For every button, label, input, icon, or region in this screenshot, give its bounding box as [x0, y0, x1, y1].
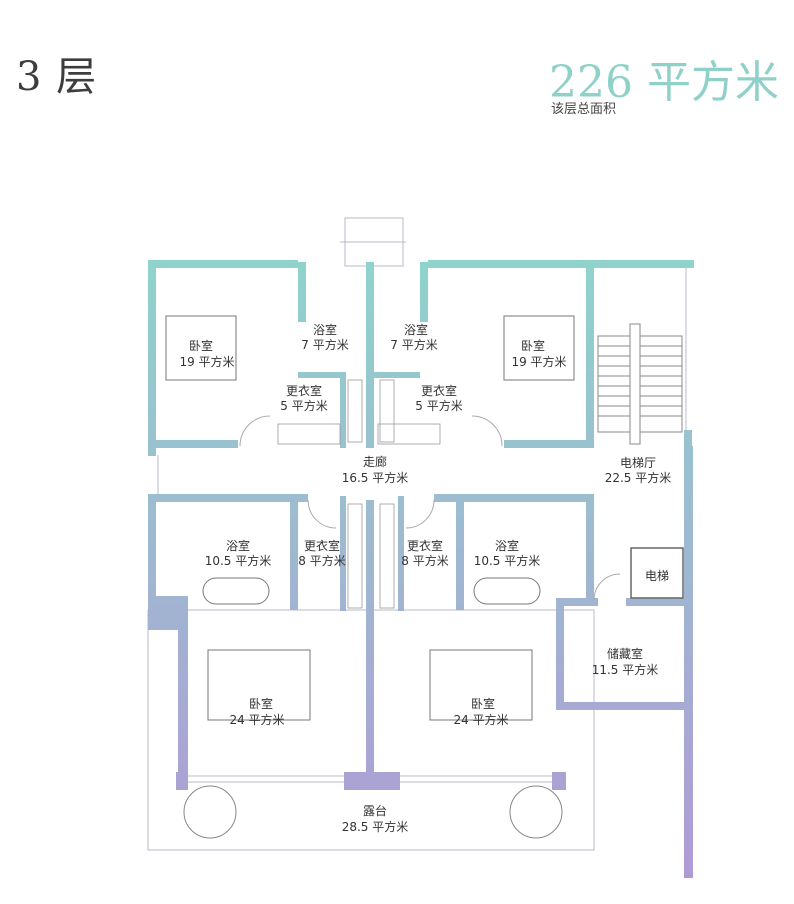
- terrace-chairs: [183, 785, 563, 839]
- thin-lines: [147, 217, 687, 851]
- label-terrace-name: 露台: [363, 803, 387, 818]
- label-bath-n2-name: 浴室: [404, 322, 428, 337]
- label-bath-n1-area: 7 平方米: [301, 337, 348, 352]
- beds: [165, 315, 575, 721]
- label-bedroom-sw-area: 24 平方米: [229, 712, 284, 727]
- wall-center-spine: [366, 500, 374, 778]
- label-bedroom-ne-area: 19 平方米: [511, 354, 566, 369]
- bed-ne: [503, 315, 575, 381]
- label-bath-s1-name: 浴室: [226, 538, 250, 553]
- bed-sw: [207, 649, 311, 721]
- label-elevator-hall-name: 电梯厅: [620, 456, 656, 470]
- label-bath-n2-area: 7 平方米: [390, 337, 437, 352]
- doors: [239, 415, 621, 601]
- wall-nw-outer: [148, 260, 156, 456]
- wardrobes: [277, 379, 441, 609]
- floor-label: 3 层: [16, 54, 98, 100]
- label-bedroom-se-area: 24 平方米: [453, 712, 508, 727]
- label-bedroom-sw-name: 卧室: [249, 696, 273, 711]
- label-bath-s1-area: 10.5 平方米: [205, 553, 272, 568]
- label-corridor-area: 16.5 平方米: [342, 470, 409, 485]
- label-bedroom-ne-name: 卧室: [521, 338, 545, 353]
- label-closet-n1-area: 5 平方米: [280, 398, 327, 413]
- stairs: [597, 323, 683, 445]
- total-area: 226 平方米: [549, 57, 779, 108]
- label-terrace-area: 28.5 平方米: [342, 819, 409, 834]
- label-closet-s1-area: 8 平方米: [298, 553, 345, 568]
- label-closet-s1-name: 更衣室: [304, 538, 340, 553]
- elevator-shaft: [630, 547, 684, 599]
- label-elevator-name: 电梯: [645, 569, 669, 583]
- wall-east: [684, 446, 693, 878]
- label-closet-s2-area: 8 平方米: [401, 553, 448, 568]
- label-bath-s2-area: 10.5 平方米: [474, 553, 541, 568]
- label-storage-name: 储藏室: [607, 646, 643, 661]
- label-closet-n1-name: 更衣室: [286, 383, 322, 398]
- label-closet-s2-name: 更衣室: [407, 538, 443, 553]
- bathtubs: [202, 577, 541, 605]
- label-bedroom-se-name: 卧室: [471, 696, 495, 711]
- label-bedroom-nw-name: 卧室: [189, 338, 213, 353]
- room-labels: 卧室 19 平方米 浴室 7 平方米 浴室 7 平方米 卧室 19 平方米 更衣…: [179, 322, 671, 834]
- bed-se: [429, 649, 533, 721]
- total-area-caption: 该层总面积: [551, 102, 617, 117]
- label-storage-area: 11.5 平方米: [592, 662, 659, 677]
- walls: [148, 260, 694, 878]
- label-bath-n1-name: 浴室: [313, 322, 337, 337]
- label-bedroom-nw-area: 19 平方米: [179, 354, 234, 369]
- bed-nw: [165, 315, 237, 381]
- label-closet-n2-name: 更衣室: [421, 383, 457, 398]
- label-elevator-hall-area: 22.5 平方米: [605, 470, 672, 485]
- label-corridor-name: 走廊: [363, 454, 387, 469]
- label-bath-s2-name: 浴室: [495, 538, 519, 553]
- label-closet-n2-area: 5 平方米: [415, 398, 462, 413]
